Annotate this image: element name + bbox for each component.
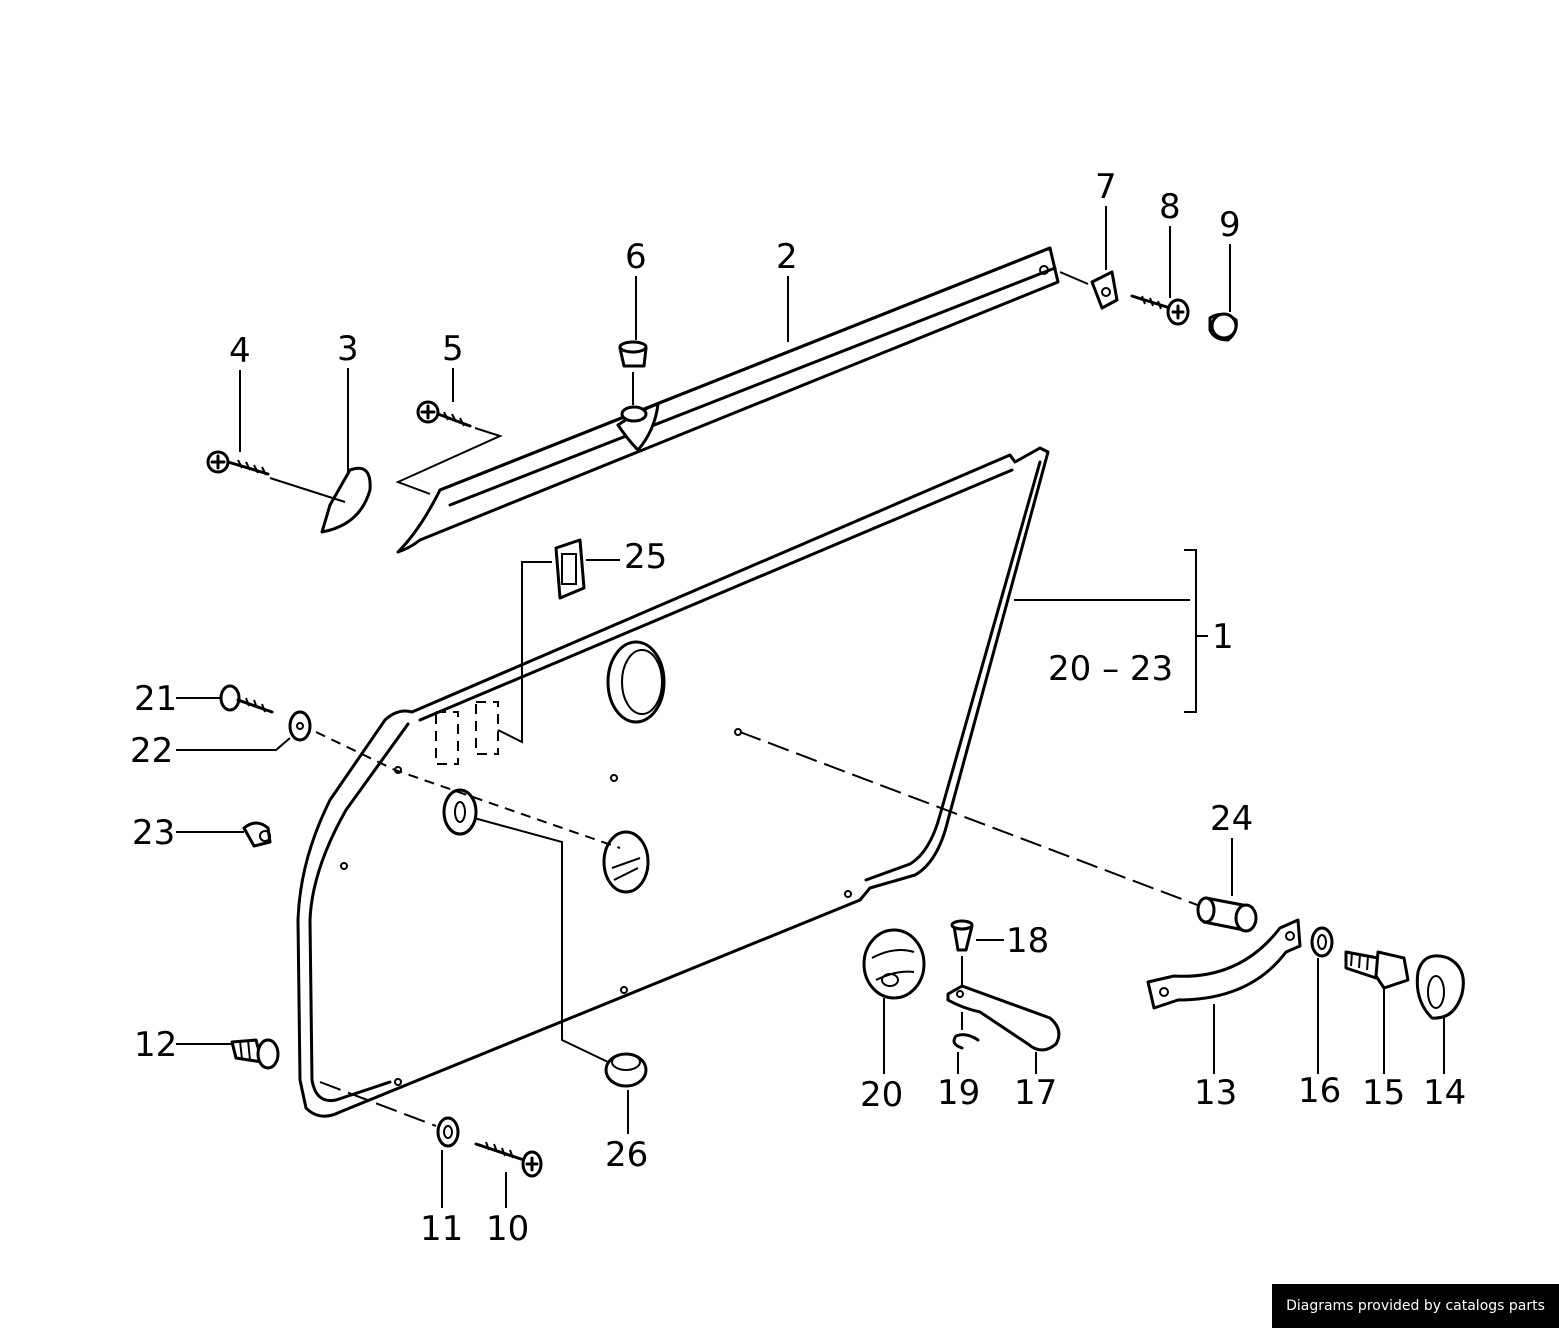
- callout-6: 6: [625, 237, 647, 277]
- washer-part-22: [288, 710, 621, 849]
- screw-part-8: [1130, 294, 1190, 326]
- callout-25: 25: [624, 537, 667, 577]
- leader-lines: [176, 206, 1445, 1208]
- clip-part-12: [230, 1038, 280, 1070]
- callout-16: 16: [1298, 1071, 1341, 1111]
- callout-14: 14: [1423, 1073, 1466, 1113]
- callout-20: 20: [860, 1075, 903, 1115]
- callout-17: 17: [1014, 1073, 1057, 1113]
- clip-part-19: [952, 1012, 980, 1050]
- end-cap: [320, 466, 372, 534]
- plug-part-26: [473, 817, 648, 1088]
- callout-4: 4: [229, 331, 251, 371]
- bracket-part-25: [554, 538, 620, 600]
- cap-part-9: [1208, 312, 1238, 342]
- bolt-part-15: [1344, 950, 1410, 990]
- washer-part-11: [319, 1081, 460, 1148]
- callout-12: 12: [134, 1025, 177, 1065]
- washer-panel: [442, 788, 478, 836]
- cover-part-20: [862, 928, 926, 1000]
- callout-3: 3: [337, 329, 359, 369]
- callout-18: 18: [1006, 921, 1049, 961]
- clip-part-7: [1059, 270, 1119, 310]
- callout-10: 10: [486, 1209, 529, 1249]
- knob-part-14: [1415, 954, 1465, 1020]
- screw-part-21: [219, 684, 274, 714]
- callout-11: 11: [420, 1209, 463, 1249]
- screw-part-4: [206, 450, 346, 503]
- credit-banner: Diagrams provided by catalogs parts: [1272, 1284, 1559, 1328]
- callout-26: 26: [605, 1135, 648, 1175]
- nut-part-23: [242, 821, 272, 848]
- callout-5: 5: [442, 329, 464, 369]
- pin-part-18: [950, 919, 1004, 986]
- bushing-part-24: [739, 731, 1258, 933]
- callout-labels: 1 2 3 4 5 6 7 8 9 10 11 12 13 14 15 16 1…: [130, 167, 1466, 1249]
- washer-part-16: [1310, 926, 1334, 958]
- callout-9: 9: [1219, 205, 1241, 245]
- plug-part-6: [618, 340, 648, 405]
- callout-24: 24: [1210, 799, 1253, 839]
- callout-19: 19: [937, 1073, 980, 1113]
- screw-part-10: [474, 1141, 543, 1178]
- callout-13: 13: [1194, 1073, 1237, 1113]
- callout-22: 22: [130, 731, 173, 771]
- callout-21: 21: [134, 679, 177, 719]
- callout-7: 7: [1095, 167, 1117, 207]
- door-panel: [296, 446, 1050, 1118]
- callout-8: 8: [1159, 187, 1181, 227]
- callout-2: 2: [776, 237, 798, 277]
- callout-15: 15: [1362, 1073, 1405, 1113]
- lever-part-17: [946, 984, 1061, 1052]
- handle-strap-part-13: [1146, 918, 1302, 1010]
- armrest-rail: [396, 246, 1060, 554]
- callout-range-20-23: 20 – 23: [1048, 649, 1173, 689]
- callout-23: 23: [132, 813, 175, 853]
- screw-part-5: [395, 400, 503, 495]
- callout-1: 1: [1212, 617, 1234, 657]
